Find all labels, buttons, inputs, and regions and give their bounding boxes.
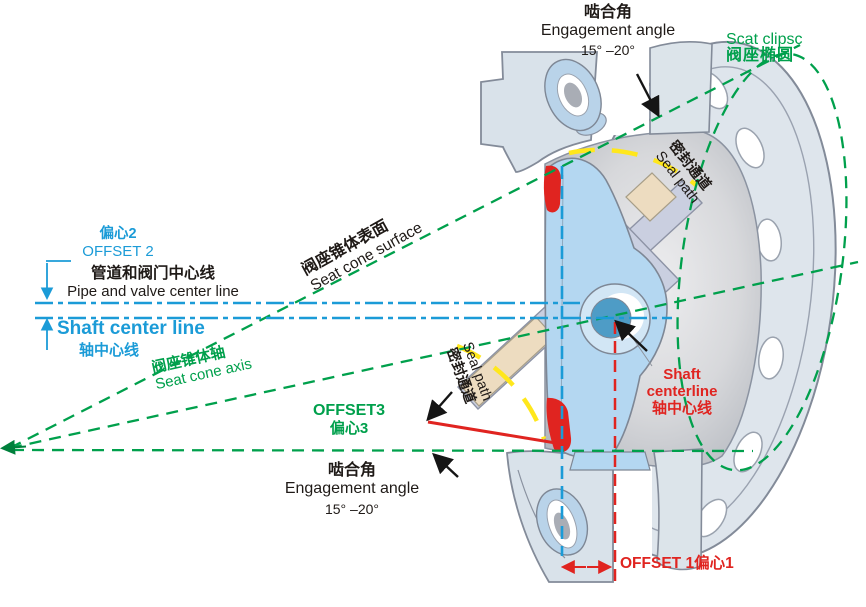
shaft-center-red-l2: centerline	[646, 383, 718, 401]
offset1-label: OFFSET 1偏心1	[620, 555, 734, 572]
seat-retainer-beige-upper	[625, 172, 677, 222]
seat-segment-top-red	[543, 165, 561, 213]
offset3-line-arrow	[426, 391, 453, 422]
flange-bolt-hole	[733, 431, 763, 473]
engagement-bottom-range: 15° –20°	[324, 501, 380, 518]
offset3-label: OFFSET3 偏心3	[293, 402, 405, 437]
blue-center-lines	[35, 166, 672, 556]
flange-bolt-hole	[758, 336, 784, 380]
seat-ellipse-zh: 阀座椭圆	[726, 47, 795, 65]
body-top-left-block	[480, 51, 607, 173]
engagement-top-range: 15° –20°	[580, 42, 636, 59]
offset2-label: 偏心2 OFFSET 2	[58, 226, 178, 260]
shaft-centerline-red-label: Shaft centerline 轴中心线	[630, 366, 734, 417]
offset3-zh: 偏心3	[329, 420, 369, 438]
engagement-bottom-en: Engagement angle	[284, 480, 420, 498]
body-bottom-gap	[614, 448, 652, 607]
shaft-center-red-l1: Shaft	[663, 366, 701, 383]
engagement-top-en: Engagement angle	[540, 22, 676, 40]
engagement-top-arrow	[635, 73, 660, 118]
offset2-en: OFFSET 2	[82, 242, 154, 260]
engagement-top-zh: 啮合角	[583, 4, 632, 21]
offset2-dimension	[40, 260, 71, 350]
shaft-center-line-blue-label: Shaft center line 轴中心线	[57, 318, 205, 359]
engagement-bottom-arrow	[432, 452, 459, 478]
seat-cone-surface-line	[9, 43, 801, 450]
top-lug-hole	[544, 58, 602, 132]
pipe-center-en: Pipe and valve center line	[67, 282, 239, 300]
seat-cone-axis-line	[9, 260, 859, 450]
bottom-lug-hole	[535, 488, 589, 556]
body-top-right-block	[649, 41, 713, 135]
engagement-angle-top-label: 啮合角 Engagement angle 15° –20°	[508, 4, 708, 59]
seat-ellipse-en: Scat clipsc	[726, 31, 803, 48]
disc-foot	[569, 451, 651, 471]
body-bottom-left-block	[506, 450, 614, 583]
seat-ellipse-label: Scat clipsc 阀座椭圆	[726, 31, 802, 65]
seat-segment-bottom-red	[546, 397, 572, 452]
shaft-center-blue-zh: 轴中心线	[79, 341, 140, 359]
engagement-angle-bottom-label: 啮合角 Engagement angle 15° –20°	[252, 462, 452, 518]
offset3-en: OFFSET3	[312, 402, 385, 419]
offset3-baseline	[11, 448, 754, 453]
pointer-arrows	[426, 73, 660, 478]
seat-ellipse-outline	[676, 52, 848, 472]
seal-path-arc-top	[568, 147, 698, 187]
vanishing-point-arrow	[0, 439, 27, 455]
shaft-center-arrow	[614, 319, 648, 352]
seal-path-arc-bottom	[456, 343, 547, 440]
body-bottom-right-block	[653, 448, 703, 571]
offset3-angle-line	[427, 420, 563, 446]
seal-path-arcs	[456, 147, 698, 440]
flange-bolt-hole	[735, 127, 765, 169]
shaft-center-blue-en: Shaft center line	[57, 318, 205, 339]
shaft-center-red-l3: 轴中心线	[651, 400, 712, 418]
green-construction-lines	[9, 43, 859, 472]
pipe-center-line-label: 管道和阀门中心线 Pipe and valve center line	[44, 265, 262, 300]
engagement-bottom-zh: 啮合角	[327, 462, 376, 479]
offset2-zh: 偏心2	[99, 226, 137, 242]
pipe-center-zh: 管道和阀门中心线	[90, 265, 215, 282]
